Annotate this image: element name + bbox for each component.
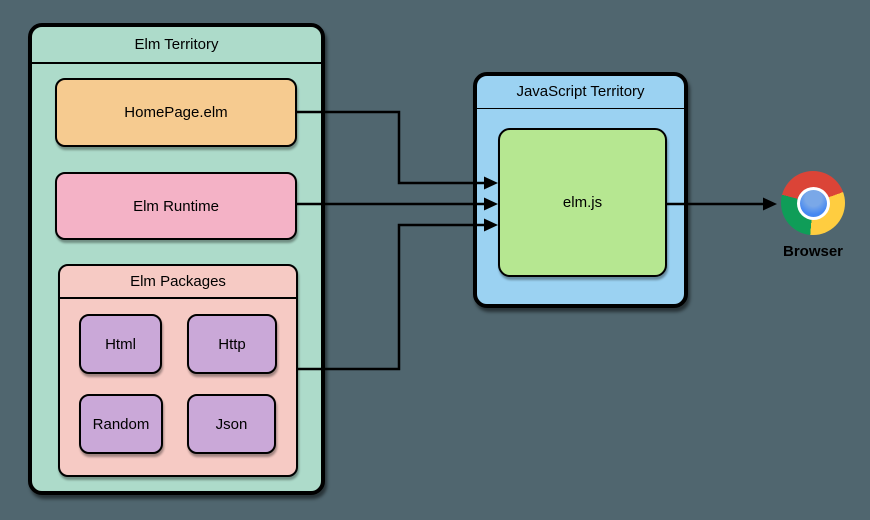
node-elm-runtime: Elm Runtime [55, 172, 297, 240]
browser-label: Browser [782, 243, 844, 260]
chrome-browser-icon [781, 171, 845, 235]
node-elm-js: elm.js [498, 128, 667, 277]
elm-territory-group: Elm Territory HomePage.elm Elm Runtime E… [28, 23, 325, 495]
connector-packages-to-elmjs [298, 223, 484, 371]
node-package-html-label: Html [105, 335, 136, 353]
node-package-http: Http [187, 314, 277, 374]
chrome-icon-blue-center [799, 189, 827, 217]
node-elm-runtime-label: Elm Runtime [133, 197, 219, 215]
node-package-random-label: Random [92, 415, 150, 433]
arrowhead-elmjs-to-browser [763, 197, 777, 211]
node-package-json-label: Json [215, 415, 248, 433]
javascript-territory-title: JavaScript Territory [477, 76, 684, 109]
node-elm-js-label: elm.js [562, 194, 603, 211]
node-package-json: Json [187, 394, 276, 454]
node-package-random: Random [79, 394, 163, 454]
node-homepage-elm: HomePage.elm [55, 78, 297, 147]
node-package-http-label: Http [218, 335, 246, 353]
elm-territory-title: Elm Territory [32, 27, 321, 64]
node-homepage-elm-label: HomePage.elm [124, 104, 228, 121]
elm-packages-group: Elm Packages Html Http Random Json [58, 264, 298, 477]
connector-homepage-to-elmjs [297, 110, 484, 185]
elm-packages-title: Elm Packages [60, 266, 296, 299]
chrome-icon-white-ring [796, 186, 830, 220]
javascript-territory-group: JavaScript Territory elm.js [473, 72, 688, 308]
node-package-html: Html [79, 314, 162, 374]
